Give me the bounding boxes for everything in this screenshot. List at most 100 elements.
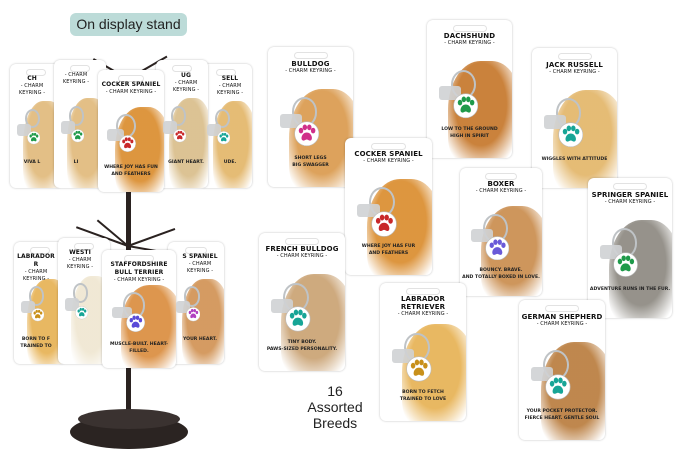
paw-charm-icon — [452, 93, 478, 119]
paw-charm-icon — [406, 356, 432, 382]
keyring-icon — [24, 108, 41, 129]
card-subtitle: - CHARM KEYRING - — [22, 268, 50, 282]
hanger-slot — [215, 69, 237, 76]
card-tagline-line: UDE. — [223, 160, 237, 166]
card-subtitle: - CHARM KEYRING - — [363, 158, 414, 165]
card-tagline-line: MUSCLE-BUILT. HEART-FILLED. — [109, 341, 169, 354]
dog-charm-icon — [438, 86, 461, 101]
dog-charm-icon — [65, 298, 79, 312]
card-breed-name: CH — [27, 75, 37, 83]
card-subtitle: - CHARM KEYRING - — [549, 68, 600, 75]
count-line3: Breeds — [312, 415, 358, 431]
dog-charm-icon — [107, 128, 125, 141]
hanger-slot — [171, 65, 193, 72]
dog-charm-icon — [112, 306, 132, 319]
dog-charm-icon — [392, 349, 415, 364]
paw-charm-icon — [216, 131, 230, 145]
hanger-slot — [484, 173, 518, 180]
card-tagline-line: VIVA L — [23, 160, 41, 166]
card-tagline-line: AND FEATHERS — [111, 171, 151, 177]
paw-charm-icon — [172, 129, 186, 143]
dog-charm-icon — [599, 245, 622, 260]
hanger-slot — [557, 53, 592, 60]
paw-charm-icon — [285, 306, 311, 332]
dog-charm-icon — [207, 123, 221, 136]
hanger-slot — [73, 243, 95, 250]
product-card: S SPANIEL- CHARM KEYRING - YOUR HEART. — [168, 242, 224, 364]
paw-charm-icon — [186, 307, 201, 322]
card-breed-name: BOXER — [487, 179, 515, 188]
card-tagline-line: BORN TO FETCH — [402, 390, 444, 396]
card-subtitle: - CHARM KEYRING - — [475, 187, 527, 194]
paw-charm-icon — [74, 306, 88, 320]
card-subtitle: - CHARM KEYRING - — [62, 71, 90, 85]
keyring-icon — [214, 108, 231, 129]
hanger-slot — [613, 183, 647, 190]
card-subtitle: - CHARM KEYRING - — [536, 320, 588, 327]
card-tagline-line: TRAINED TO LOVE — [399, 397, 447, 403]
stand-base-top — [78, 409, 180, 429]
card-breed-name: S SPANIEL — [182, 252, 218, 260]
card-breed-name: LABRADOR R — [17, 252, 55, 268]
assorted-count-text: 16 Assorted Breeds — [300, 383, 370, 431]
keyring-icon — [68, 106, 85, 126]
paw-charm-icon — [125, 312, 145, 332]
keyring-icon — [183, 285, 201, 307]
dog-charm-icon — [471, 229, 493, 243]
card-breed-name: COCKER SPANIEL — [354, 150, 423, 159]
card-tagline-line: ADVENTURE RUNS IN THE FUR. — [589, 286, 671, 292]
hanger-slot — [69, 65, 91, 72]
hanger-slot — [25, 69, 47, 76]
product-card: SPRINGER SPANIEL- CHARM KEYRING -ADVENTU… — [588, 178, 672, 318]
card-breed-name: SPRINGER SPANIEL — [591, 190, 669, 199]
product-card: UG- CHARM KEYRING -GIANT HEART. — [156, 60, 208, 188]
hanger-slot — [117, 75, 145, 82]
product-card: FRENCH BULLDOG- CHARM KEYRING -TINY BODY… — [259, 233, 345, 371]
card-breed-name: WESTI — [69, 249, 91, 257]
hanger-slot — [293, 52, 328, 59]
hanger-slot — [29, 247, 51, 254]
product-card: BOXER- CHARM KEYRING -BOUNCY. BRAVE.AND … — [460, 168, 542, 296]
paw-charm-icon — [484, 236, 509, 261]
card-subtitle: - CHARM KEYRING - — [113, 276, 165, 283]
product-card: SELL- CHARM KEYRING -UDE. — [200, 64, 252, 188]
paw-charm-icon — [26, 131, 40, 145]
card-breed-name: UG — [181, 71, 191, 79]
card-subtitle: - CHARM KEYRING - — [186, 260, 214, 274]
product-card: WESTI- CHARM KEYRING - — [58, 238, 110, 364]
card-tagline-line: WHERE JOY HAS FUN — [104, 164, 158, 170]
dog-charm-icon — [175, 300, 191, 313]
card-tagline-line: LI — [73, 159, 79, 165]
card-tagline-line: BIG SWAGGER — [292, 162, 329, 168]
dog-charm-icon — [279, 114, 302, 129]
card-tagline-line: WIGGLES WITH ATTITUDE — [541, 156, 608, 162]
product-card: COCKER SPANIEL- CHARM KEYRING -WHERE JOY… — [98, 70, 164, 192]
card-subtitle: - CHARM KEYRING - — [285, 67, 336, 74]
card-tagline-line: SHORT LEGS — [294, 155, 327, 161]
card-tagline-line: BORN TO F — [21, 336, 51, 342]
card-breed-name: BULLDOG — [291, 59, 330, 68]
card-subtitle: - CHARM KEYRING - — [18, 83, 46, 97]
product-card: GERMAN SHEPHERD- CHARM KEYRING - YOUR POC… — [519, 300, 605, 440]
product-card: CH- CHARM KEYRING - VIVA L — [10, 64, 62, 188]
product-card: STAFFORDSHIRE BULL TERRIER- CHARM KEYRIN… — [102, 250, 176, 368]
card-breed-name: FRENCH BULLDOG — [265, 245, 339, 254]
paw-charm-icon — [70, 129, 84, 143]
card-tagline-line: YOUR HEART. — [183, 336, 217, 342]
card-tagline-line: YOUR POCKET PROTECTOR. — [526, 408, 598, 414]
dog-charm-icon — [17, 123, 31, 136]
paw-charm-icon — [545, 374, 571, 400]
keyring-icon — [28, 285, 45, 306]
dog-charm-icon — [21, 300, 35, 313]
card-tagline-line: WHERE JOY HAS FUR — [361, 244, 416, 250]
paw-charm-icon — [613, 252, 639, 278]
hanger-slot — [184, 247, 208, 254]
card-tagline-line: TRAINED TO — [20, 343, 52, 349]
paw-charm-icon — [293, 121, 319, 147]
keyring-icon — [72, 283, 89, 303]
card-tagline-line: LOW TO THE GROUND — [441, 127, 498, 133]
display-stand-label: On display stand — [70, 13, 187, 36]
card-breed-name: GERMAN SHEPHERD — [521, 312, 603, 321]
